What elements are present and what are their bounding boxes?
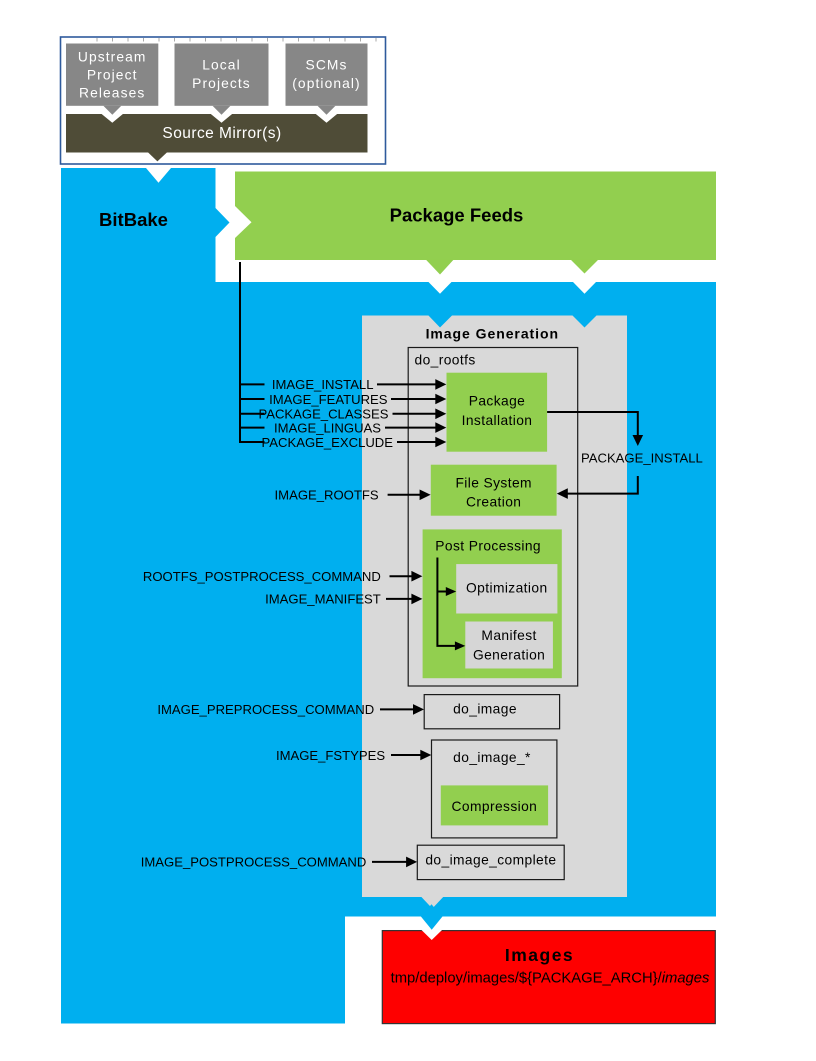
svg-text:Compression: Compression: [452, 799, 538, 814]
svg-text:IMAGE_POSTPROCESS_COMMAND: IMAGE_POSTPROCESS_COMMAND: [141, 855, 367, 870]
svg-text:PACKAGE_CLASSES: PACKAGE_CLASSES: [258, 407, 388, 422]
svg-text:Post Processing: Post Processing: [435, 539, 541, 554]
svg-text:Images: Images: [505, 945, 574, 965]
svg-text:IMAGE_INSTALL: IMAGE_INSTALL: [272, 377, 374, 392]
svg-text:IMAGE_ROOTFS: IMAGE_ROOTFS: [275, 488, 379, 503]
svg-text:Local: Local: [202, 58, 240, 73]
svg-text:Package: Package: [469, 394, 526, 409]
svg-text:IMAGE_FEATURES: IMAGE_FEATURES: [269, 392, 388, 407]
svg-text:Upstream: Upstream: [78, 50, 147, 65]
svg-text:IMAGE_PREPROCESS_COMMAND: IMAGE_PREPROCESS_COMMAND: [157, 702, 374, 717]
svg-text:IMAGE_LINGUAS: IMAGE_LINGUAS: [274, 420, 381, 435]
svg-text:Image Generation: Image Generation: [426, 326, 559, 342]
svg-text:Manifest: Manifest: [481, 628, 536, 643]
svg-text:do_image_*: do_image_*: [453, 750, 531, 765]
svg-text:do_image: do_image: [453, 702, 517, 717]
svg-text:(optional): (optional): [292, 76, 361, 91]
svg-text:Creation: Creation: [466, 495, 521, 510]
svg-text:PACKAGE_INSTALL: PACKAGE_INSTALL: [581, 451, 703, 466]
svg-text:Source Mirror(s): Source Mirror(s): [162, 125, 281, 142]
svg-text:BitBake: BitBake: [99, 209, 168, 230]
svg-text:do_image_complete: do_image_complete: [425, 853, 556, 868]
svg-text:ROOTFS_POSTPROCESS_COMMAND: ROOTFS_POSTPROCESS_COMMAND: [143, 569, 381, 584]
svg-text:PACKAGE_EXCLUDE: PACKAGE_EXCLUDE: [262, 435, 394, 450]
svg-text:Projects: Projects: [192, 76, 251, 91]
svg-text:SCMs: SCMs: [306, 58, 348, 73]
svg-text:IMAGE_MANIFEST: IMAGE_MANIFEST: [265, 592, 381, 607]
svg-text:Project: Project: [87, 68, 138, 83]
svg-text:IMAGE_FSTYPES: IMAGE_FSTYPES: [276, 748, 385, 763]
svg-text:Generation: Generation: [473, 647, 545, 662]
svg-text:Installation: Installation: [462, 413, 533, 428]
svg-text:tmp/deploy/images/${PACKAGE_AR: tmp/deploy/images/${PACKAGE_ARCH}/images: [391, 970, 710, 986]
svg-text:Releases: Releases: [79, 86, 145, 101]
svg-text:do_rootfs: do_rootfs: [415, 353, 476, 368]
svg-text:Optimization: Optimization: [466, 580, 547, 595]
svg-text:File System: File System: [455, 476, 531, 491]
svg-text:Package Feeds: Package Feeds: [390, 205, 524, 226]
